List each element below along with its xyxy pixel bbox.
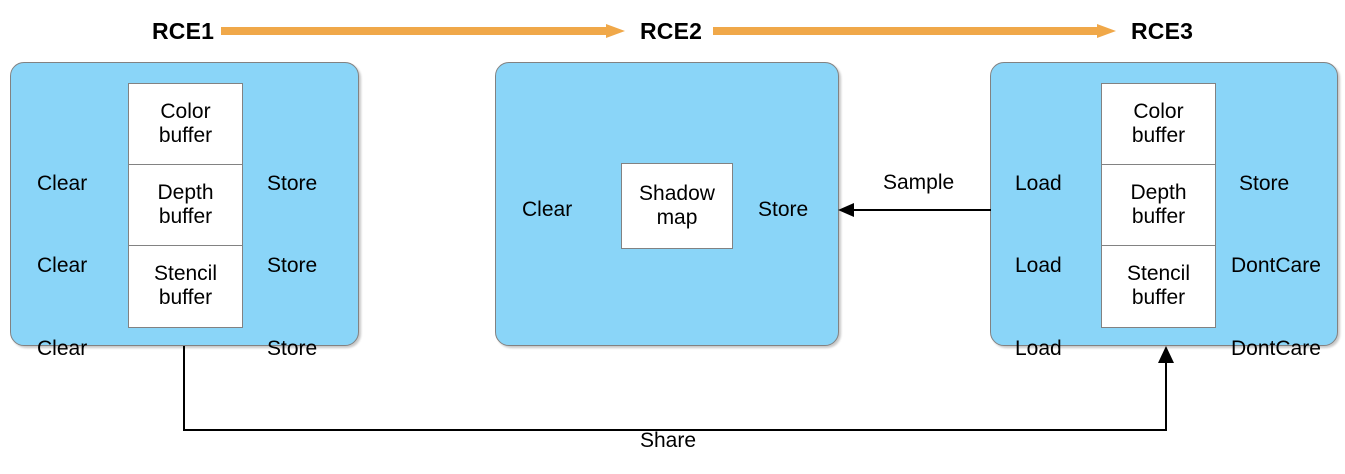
- rce3-buffer-stack: Color buffer Depth buffer Stencil buffer: [1101, 83, 1216, 328]
- buffer-label-line2: buffer: [1131, 204, 1186, 228]
- rce2-buffer-shadow-map: Shadow map: [621, 163, 733, 249]
- rce2-panel: Clear Shadow map Store: [495, 62, 839, 346]
- rce1-load-action-color: Clear: [37, 172, 88, 195]
- buffer-label-line2: buffer: [158, 204, 213, 228]
- buffer-label-line2: buffer: [158, 286, 213, 310]
- rce1-store-action-color: Store: [267, 172, 318, 195]
- flow-arrow-shaft: [713, 27, 1098, 35]
- buffer-label-line2: buffer: [158, 123, 213, 147]
- rce3-store-action-stencil: DontCare: [1231, 337, 1321, 360]
- flow-arrow-head-icon: [606, 24, 625, 38]
- share-connector-segment-bottom: [183, 429, 1167, 431]
- share-arrowhead-icon: [1158, 346, 1174, 363]
- rce1-load-action-depth: Clear: [37, 254, 88, 277]
- rce3-store-action-color: Store: [1239, 172, 1290, 195]
- rce1-buffer-color: Color buffer: [129, 84, 242, 165]
- buffer-label-line1: Shadow: [639, 181, 715, 205]
- rce2-load-action-shadow-map: Clear: [522, 198, 573, 221]
- buffer-label-line1: Color: [1133, 99, 1184, 123]
- rce1-buffer-depth: Depth buffer: [129, 165, 242, 246]
- sample-arrowhead-icon: [838, 203, 854, 217]
- share-connector-segment-left: [183, 346, 185, 431]
- flow-arrow-rce1-to-rce2: [221, 24, 625, 38]
- rce3-store-action-depth: DontCare: [1231, 254, 1321, 277]
- share-connector-segment-right: [1165, 362, 1167, 431]
- buffer-label-line1: Color: [160, 99, 211, 123]
- sample-connector-arrow: [838, 172, 991, 220]
- rce3-buffer-color: Color buffer: [1102, 84, 1215, 165]
- rce3-load-action-color: Load: [1015, 172, 1062, 195]
- rce1-panel: Clear Clear Clear Color buffer Depth buf…: [10, 62, 359, 359]
- rce3-load-action-depth: Load: [1015, 254, 1062, 277]
- rce3-panel: Load Load Load Color buffer Depth buffer…: [990, 62, 1338, 359]
- rce1-store-action-stencil: Store: [267, 337, 318, 360]
- buffer-label-line2: buffer: [1131, 123, 1186, 147]
- stage-label-rce1: RCE1: [152, 18, 215, 44]
- rce2-store-action-shadow-map: Store: [758, 198, 809, 221]
- buffer-label-line1: Depth: [157, 180, 214, 204]
- rce3-load-action-stencil: Load: [1015, 337, 1062, 360]
- rce1-buffer-stencil: Stencil buffer: [129, 246, 242, 327]
- buffer-label-line1: Depth: [1130, 180, 1187, 204]
- flow-arrow-head-icon: [1097, 24, 1116, 38]
- stage-label-rce2: RCE2: [640, 18, 703, 44]
- rce3-buffer-depth: Depth buffer: [1102, 165, 1215, 246]
- flow-arrow-rce2-to-rce3: [713, 24, 1116, 38]
- rce1-load-action-stencil: Clear: [37, 337, 88, 360]
- share-connector-label: Share: [640, 429, 697, 452]
- buffer-label-line1: Stencil: [153, 262, 218, 286]
- rce3-buffer-stencil: Stencil buffer: [1102, 246, 1215, 327]
- rce1-buffer-stack: Color buffer Depth buffer Stencil buffer: [128, 83, 243, 328]
- buffer-label-line2: map: [656, 206, 698, 229]
- rce1-store-action-depth: Store: [267, 254, 318, 277]
- stage-label-rce3: RCE3: [1131, 18, 1194, 44]
- share-connector-arrow: [0, 340, 1345, 474]
- sample-connector-label: Sample: [883, 171, 955, 194]
- flow-arrow-shaft: [221, 27, 607, 35]
- sample-connector-line: [848, 209, 991, 211]
- buffer-label-line1: Stencil: [1126, 262, 1191, 286]
- buffer-label-line2: buffer: [1131, 286, 1186, 310]
